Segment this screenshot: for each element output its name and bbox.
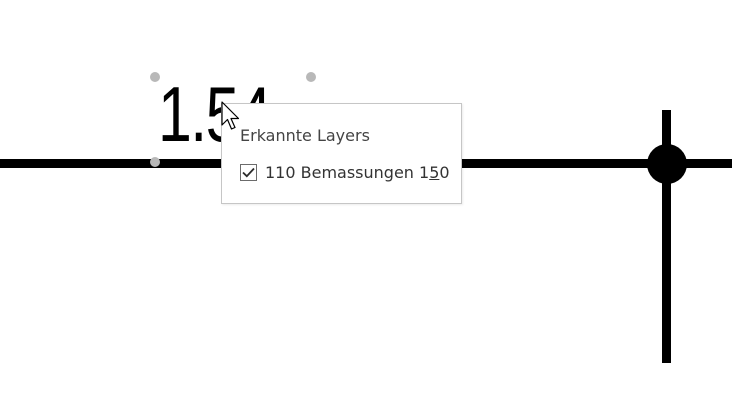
junction-dot[interactable] (647, 144, 687, 184)
layer-checkbox[interactable] (240, 163, 257, 181)
selection-handle-top-left[interactable] (150, 72, 160, 82)
layer-label-accelerator: 5 (429, 162, 440, 182)
popup-title: Erkannte Layers (240, 126, 370, 145)
selection-handle-bottom-left[interactable] (150, 157, 160, 167)
layer-label-part: 110 Bemassungen 1 (265, 162, 430, 182)
arrow-pointer-icon (221, 101, 240, 130)
layers-popup: Erkannte Layers 110 Bemassungen 150 (221, 103, 462, 204)
layer-label-part: 0 (439, 162, 450, 182)
layer-item-label: 110 Bemassungen 150 (265, 163, 450, 182)
checkmark-icon (242, 167, 255, 177)
selection-handle-top-right[interactable] (306, 72, 316, 82)
layer-item[interactable]: 110 Bemassungen 150 (240, 161, 450, 183)
vertical-line[interactable] (662, 110, 671, 363)
